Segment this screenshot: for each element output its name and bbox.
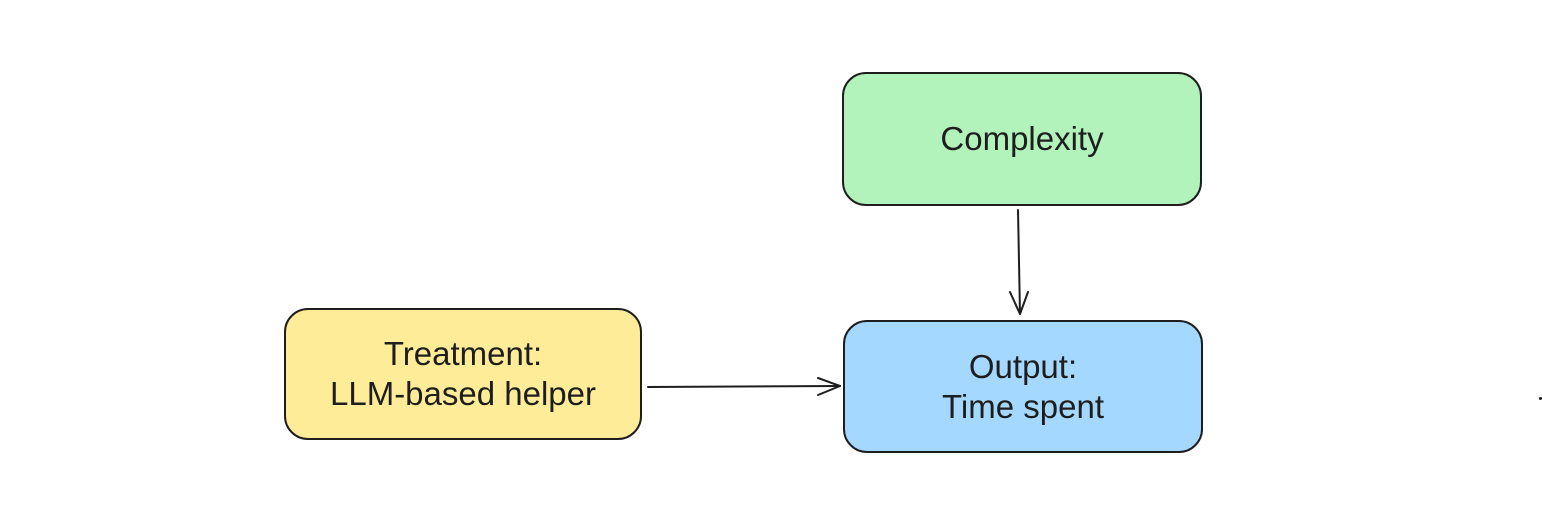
edge-treatment-to-output: [647, 377, 841, 396]
edge-complexity-to-output: [1009, 209, 1029, 315]
node-label-line: Treatment:: [383, 335, 543, 372]
stray-dot: [1539, 397, 1542, 400]
node-label-line: Time spent: [941, 387, 1104, 425]
node-output[interactable]: Output: Time spent: [843, 320, 1203, 453]
arrowhead-icon: [1009, 291, 1029, 315]
edge-line: [1017, 209, 1021, 315]
edge-line: [647, 385, 841, 388]
node-label-line: Complexity: [940, 120, 1104, 157]
node-treatment[interactable]: Treatment: LLM-based helper: [284, 308, 642, 440]
node-label-line: Output:: [968, 347, 1078, 385]
node-label-line: LLM-based helper: [330, 375, 596, 412]
node-complexity[interactable]: Complexity: [842, 72, 1202, 206]
arrowhead-icon: [817, 377, 841, 396]
